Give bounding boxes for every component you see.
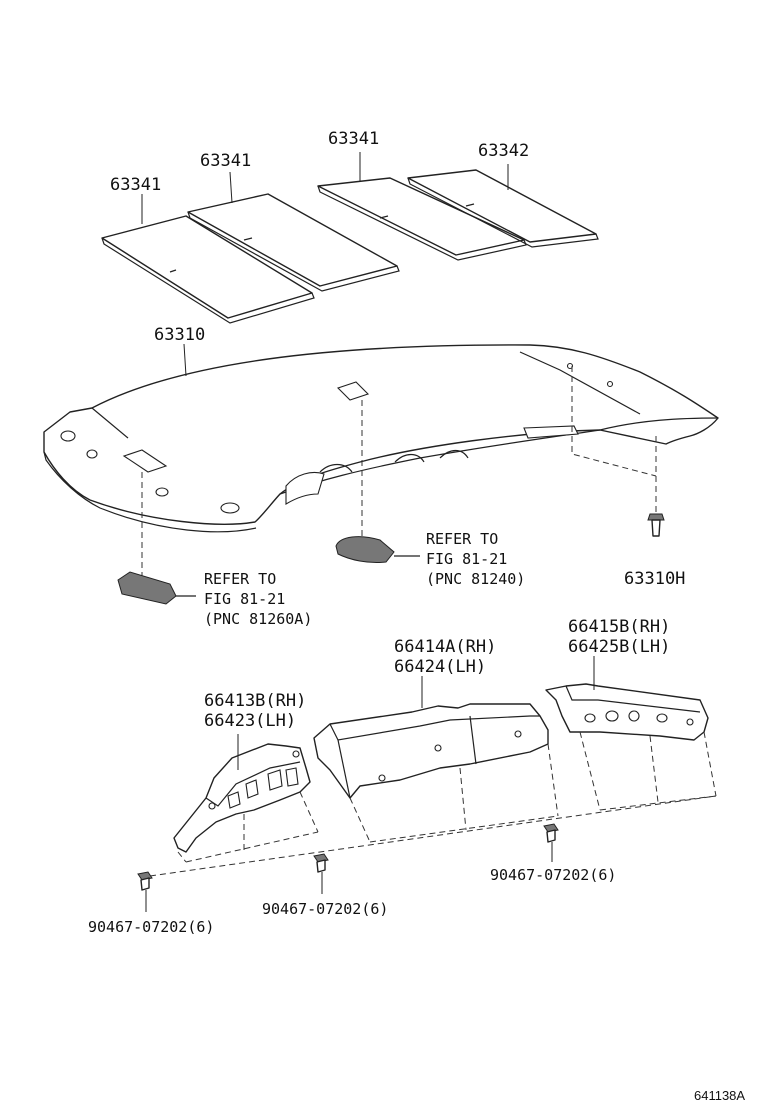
label-headliner-clip: 63310H [624,569,685,589]
label-garnish-rear-rh: 66415B(RH) [568,617,670,637]
front-map-lamp [117,571,196,605]
ref-room-lamp-line1: REFER TO [426,530,498,548]
label-pad-left: 63341 [110,175,161,195]
headliner-clip [647,513,665,537]
label-pad-middle-right: 63341 [328,129,379,149]
silencer-pad-right [407,169,599,248]
label-clip-right: 90467-07202(6) [490,866,616,884]
roof-headliner [43,344,719,533]
label-garnish-center-rh: 66414A(RH) [394,637,496,657]
garnish-front [173,743,311,853]
label-pad-middle-left: 63341 [200,151,251,171]
label-clip-left: 90467-07202(6) [88,918,214,936]
garnish-rear [545,683,709,741]
label-garnish-rear-lh: 66425B(LH) [568,637,670,657]
label-garnish-center-lh: 66424(LH) [394,657,486,677]
ref-front-lamp-line1: REFER TO [204,570,276,588]
ref-room-lamp-line2: FIG 81-21 [426,550,507,568]
clip-90467-left [137,871,153,891]
ref-front-lamp-line3: (PNC 81260A) [204,610,312,628]
silencer-pad-middle-left [187,193,400,292]
silencer-pad-left [101,215,315,324]
ref-front-lamp-line2: FIG 81-21 [204,590,285,608]
label-garnish-front-lh: 66423(LH) [204,711,296,731]
ref-room-lamp-line3: (PNC 81240) [426,570,525,588]
clip-90467-right [543,823,559,843]
garnish-center [313,703,549,799]
room-lamp [335,536,420,563]
figure-caption: 641138A [694,1088,745,1103]
label-clip-center: 90467-07202(6) [262,900,388,918]
label-pad-right: 63342 [478,141,529,161]
label-headliner: 63310 [154,325,205,345]
label-garnish-front-rh: 66413B(RH) [204,691,306,711]
clip-90467-center [313,853,329,873]
